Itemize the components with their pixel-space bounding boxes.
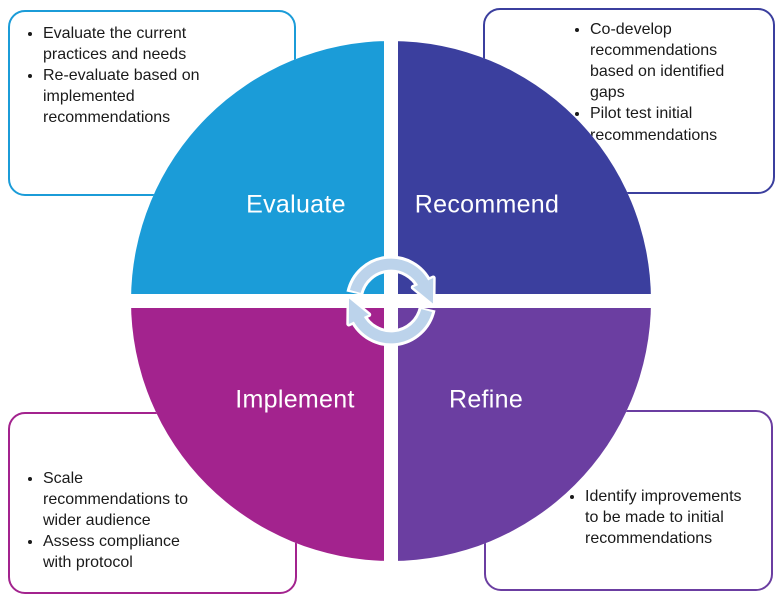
quadrant-evaluate — [131, 41, 384, 294]
cycle-arrow-top — [346, 255, 436, 307]
quadrant-label-evaluate: Evaluate — [246, 190, 346, 219]
quadrant-implement — [131, 308, 384, 561]
quadrant-refine — [398, 308, 651, 561]
quadrant-recommend — [398, 41, 651, 294]
cycle-arrows-icon — [346, 255, 436, 347]
quadrant-label-implement: Implement — [235, 385, 355, 414]
cycle-circle: Evaluate Recommend Implement Refine — [131, 41, 651, 561]
quadrant-label-refine: Refine — [448, 385, 524, 414]
quadrant-label-recommend: Recommend — [414, 190, 560, 219]
cycle-arrow-bottom — [346, 295, 436, 347]
